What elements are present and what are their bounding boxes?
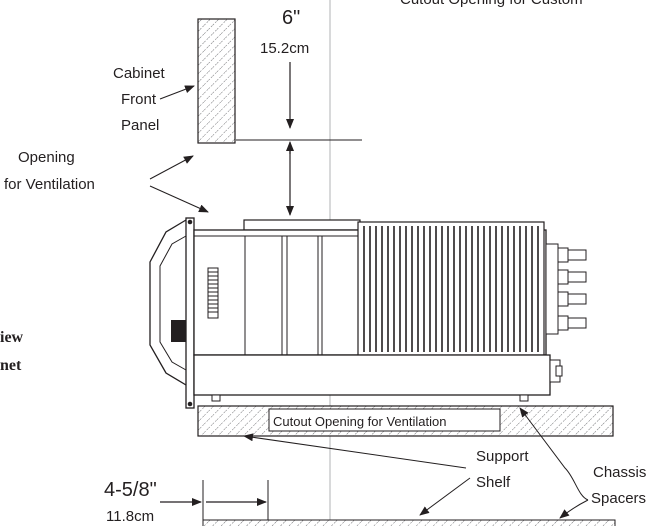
vent-slots — [207, 267, 219, 319]
svg-text:for Ventilation: for Ventilation — [4, 176, 95, 193]
shelf-cutout-label: Cutout Opening for Ventilation — [273, 414, 446, 429]
shelf-cutout — [268, 408, 501, 432]
heatsink-fins — [363, 226, 539, 352]
svg-text:Chassis: Chassis — [593, 464, 646, 481]
support-shelf-label: Support Shelf — [243, 433, 529, 516]
support-shelf: Cutout Opening for Ventilation — [197, 405, 614, 437]
svg-text:Support: Support — [476, 448, 529, 465]
cabinet-front-panel-label: Cabinet Front Panel — [113, 65, 195, 134]
top-lid — [243, 219, 361, 231]
top-clearance-imperial: 6" — [282, 7, 300, 29]
opening-for-ventilation-label: Opening for Ventilation — [4, 149, 209, 213]
top-clearance-metric: 15.2cm — [260, 40, 309, 57]
heatsink — [357, 221, 545, 356]
amplifier-chassis — [149, 217, 587, 409]
front-offset-metric: 11.8cm — [106, 508, 154, 525]
chassis-spacers-label: Chassis Spacers — [519, 407, 646, 519]
svg-text:Front: Front — [121, 91, 157, 108]
cabinet-front-panel — [197, 18, 236, 144]
front-handle — [149, 219, 187, 386]
svg-text:Spacers: Spacers — [591, 490, 646, 507]
front-panel — [185, 217, 195, 409]
top-caption: Cutout Opening for Custom — [400, 0, 583, 8]
front-offset-imperial: 4-5/8" — [104, 479, 157, 501]
lower-shelf — [202, 519, 616, 526]
front-offset-dimension: 4-5/8" 11.8cm — [104, 479, 269, 526]
svg-text:Cabinet: Cabinet — [113, 65, 166, 82]
chassis-base — [193, 354, 551, 396]
svg-text:Panel: Panel — [121, 117, 159, 134]
side-caption-line1: iew — [0, 329, 24, 346]
svg-text:Shelf: Shelf — [476, 474, 511, 491]
top-clearance-dimension: 6" 15.2cm — [236, 7, 362, 216]
rear-connectors — [545, 243, 587, 383]
svg-text:Opening: Opening — [18, 149, 75, 166]
side-caption-line2: net — [0, 357, 22, 374]
